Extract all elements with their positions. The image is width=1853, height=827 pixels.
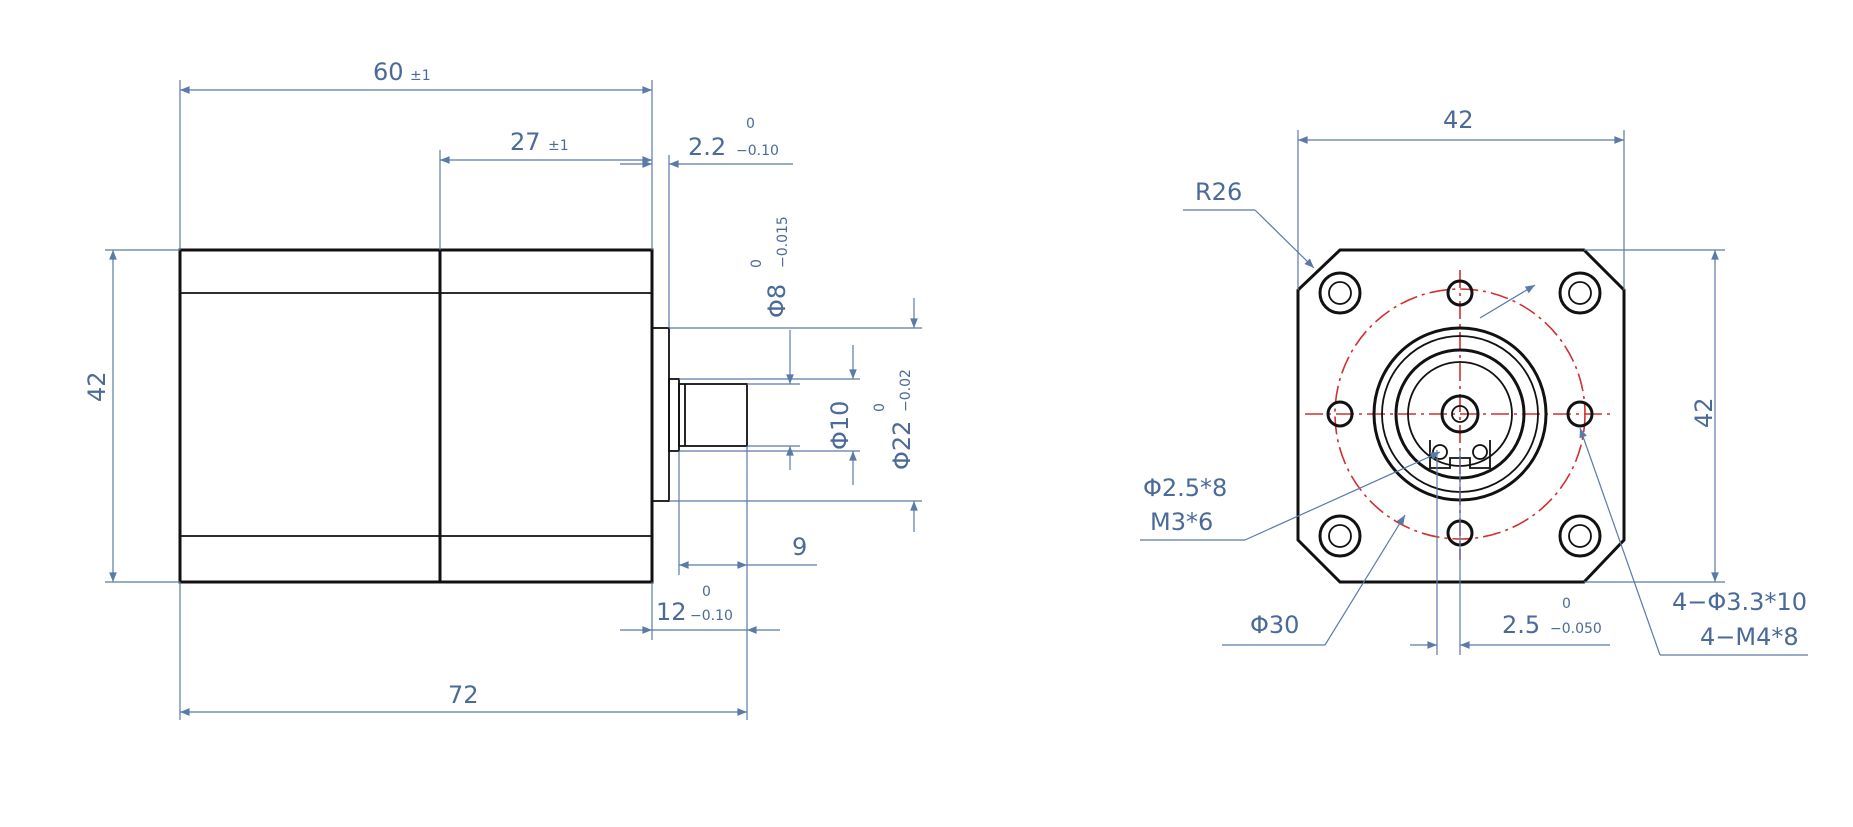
dim-collar-dia: Φ10	[826, 401, 854, 450]
front-view: 42 R26 42 Φ2.5*8 M3*6 Φ30 2.5 0 −0.050	[1140, 106, 1808, 656]
dim-mount-holes: 4−Φ3.3*10	[1672, 588, 1807, 616]
gearbox-body	[438, 248, 654, 584]
dim-flange-thick-tol-upper: 0	[746, 116, 755, 132]
output-pilot	[651, 327, 670, 502]
dim-shaft-ext-tol-upper: 0	[702, 584, 711, 600]
corner-hole-tl	[1318, 271, 1362, 315]
dim-key-offset: 2.5	[1502, 611, 1540, 639]
dim-shaft-ext: 12	[656, 598, 687, 626]
dim-overall-length-tol: ±1	[410, 68, 431, 84]
shaft-end-circle	[1440, 394, 1480, 434]
dim-flange-thick: 2.2	[688, 133, 726, 161]
dim-shaft-len: 9	[792, 533, 807, 561]
dim-key-offset-tol-lower: −0.050	[1550, 621, 1602, 637]
dim-pilot-dia-tol-upper: 0	[872, 403, 888, 412]
side-view: 60 ±1 27 ±1 2.2 0 −0.10 Φ8 0 −0.015 42	[83, 58, 922, 720]
corner-hole-br	[1558, 514, 1602, 558]
dim-overall-length: 60	[373, 58, 404, 86]
dim-shaft-dia: Φ8	[763, 284, 791, 318]
dim-front-width: 42	[1443, 106, 1474, 134]
motor-body	[178, 248, 442, 584]
dim-radius: R26	[1195, 178, 1242, 206]
dim-total-length: 72	[448, 681, 479, 709]
corner-hole-bl	[1318, 514, 1362, 558]
dim-pilot-dia: Φ22	[888, 421, 916, 470]
hub-small-hole-right	[1472, 444, 1488, 460]
dim-shaft-ext-tol-lower: −0.10	[690, 608, 733, 624]
dim-shaft-dia-tol-lower: −0.015	[775, 216, 791, 268]
bolt-hole-right	[1566, 400, 1594, 428]
dim-bolt-circle: Φ30	[1250, 611, 1299, 639]
output-shaft	[678, 383, 748, 447]
shaft-center	[1451, 405, 1469, 423]
shaft-collar	[668, 378, 680, 452]
dim-front-height: 42	[1690, 397, 1718, 428]
dim-flange-thick-tol-lower: −0.10	[736, 143, 779, 159]
dim-key-offset-tol-upper: 0	[1562, 596, 1571, 612]
bolt-hole-top	[1446, 279, 1474, 307]
dim-height: 42	[83, 371, 111, 402]
dim-gear-length-tol: ±1	[548, 138, 569, 154]
dim-thread-small: M3*6	[1150, 508, 1213, 536]
dim-pilot-dia-tol-lower: −0.02	[898, 369, 914, 412]
dim-gear-length: 27	[510, 128, 541, 156]
dim-shaft-dia-tol-upper: 0	[749, 259, 765, 268]
corner-hole-tr	[1558, 271, 1602, 315]
dim-hole-small: Φ2.5*8	[1143, 474, 1227, 502]
dim-mount-thread: 4−M4*8	[1700, 623, 1799, 651]
bolt-hole-left	[1326, 400, 1354, 428]
front-flange	[1296, 248, 1626, 584]
